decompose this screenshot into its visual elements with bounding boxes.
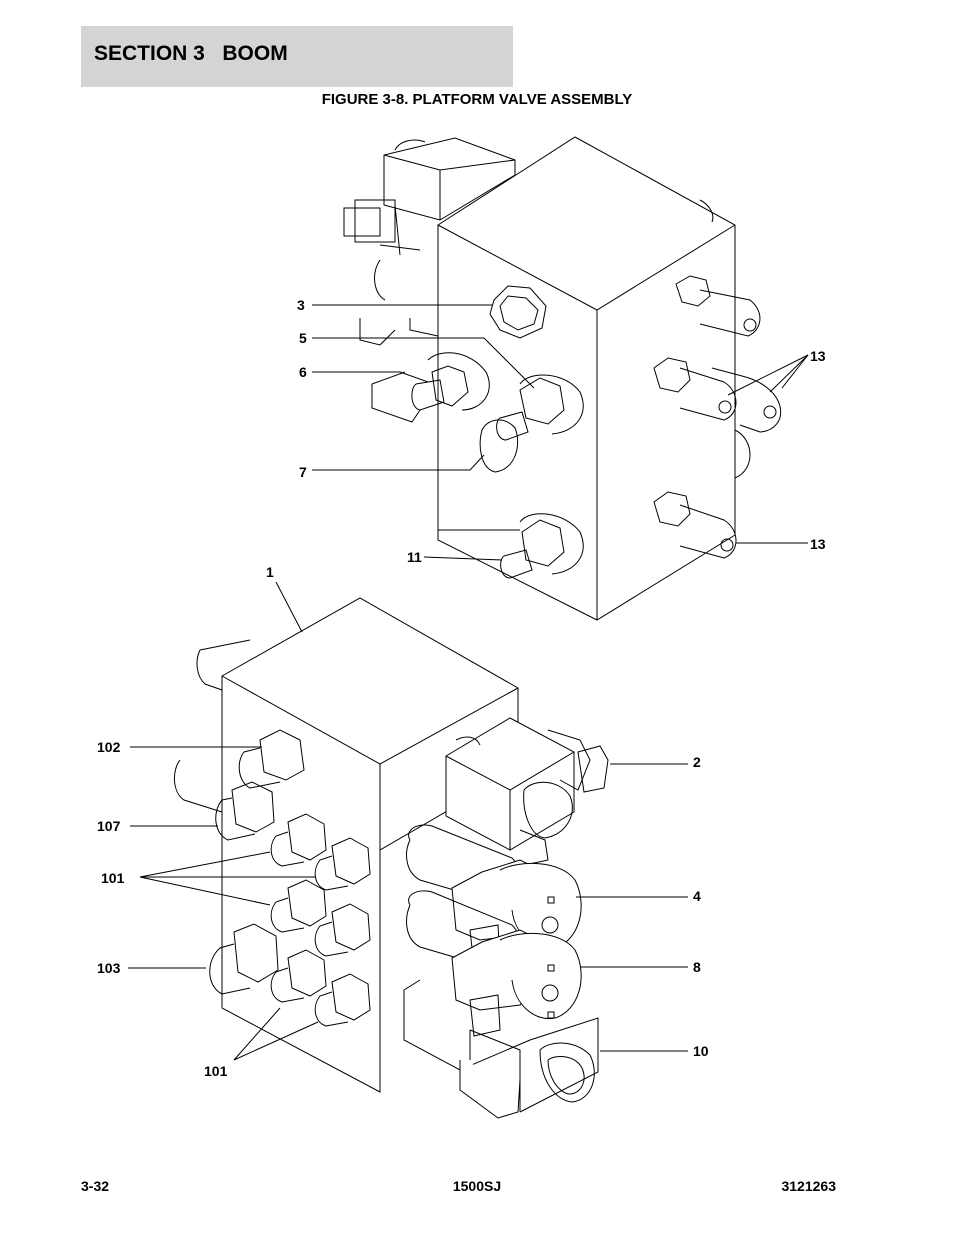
footer-page-number: 3-32 <box>81 1178 110 1194</box>
callout-1: 1 <box>266 564 274 580</box>
callout-11: 11 <box>407 549 422 565</box>
callout-102: 102 <box>97 739 121 755</box>
callout-13-lower: 13 <box>810 536 826 552</box>
callout-labels: 3 5 6 7 11 13 13 1 102 107 101 103 101 2… <box>97 297 826 1079</box>
callout-6: 6 <box>299 364 307 380</box>
callout-103: 103 <box>97 960 121 976</box>
callout-101-upper: 101 <box>101 870 125 886</box>
callout-4: 4 <box>693 888 701 904</box>
lower-valve-block <box>174 597 609 1119</box>
callout-13-upper: 13 <box>810 348 826 364</box>
callout-10: 10 <box>693 1043 709 1059</box>
callout-3: 3 <box>297 297 305 313</box>
solenoid-stack <box>403 717 609 1119</box>
callout-5: 5 <box>299 330 307 346</box>
left-fittings <box>209 729 371 1027</box>
upper-valve-block <box>343 136 782 621</box>
callout-101-lower: 101 <box>204 1063 228 1079</box>
callout-8: 8 <box>693 959 701 975</box>
section-header-bar: SECTION 3 BOOM <box>81 26 513 87</box>
right-fittings <box>653 275 782 559</box>
footer-model: 1500SJ <box>452 1178 502 1194</box>
callout-107: 107 <box>97 818 121 834</box>
callout-7: 7 <box>299 464 307 480</box>
footer-doc-number: 3121263 <box>781 1178 836 1194</box>
leader-lines <box>128 304 809 1061</box>
section-title: SECTION 3 BOOM <box>94 42 288 65</box>
callout-2: 2 <box>693 754 701 770</box>
figure-title: FIGURE 3-8. PLATFORM VALVE ASSEMBLY <box>321 91 633 108</box>
front-fittings <box>371 285 584 579</box>
